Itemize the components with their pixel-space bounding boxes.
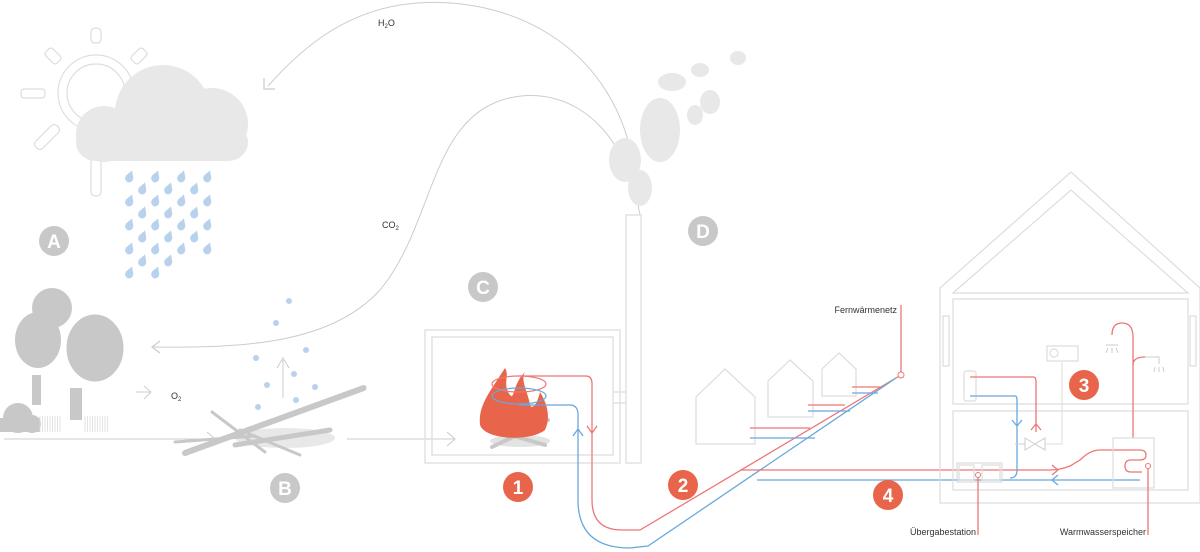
co2-label: CO2 bbox=[382, 220, 400, 232]
step-badge-2: 2 bbox=[668, 470, 698, 500]
smoke-icon bbox=[609, 51, 746, 206]
radiator-flow-arrows-icon bbox=[1011, 419, 1023, 428]
step-badge-1: 1 bbox=[503, 472, 533, 502]
rising-arrow-icon bbox=[276, 357, 290, 398]
woodpile-icon bbox=[173, 385, 367, 457]
transfer-station-icon bbox=[956, 462, 1003, 483]
svg-text:C: C bbox=[476, 278, 490, 299]
svg-text:3: 3 bbox=[1079, 376, 1090, 397]
thermostat-icon bbox=[1046, 345, 1079, 362]
svg-text:2: 2 bbox=[678, 476, 689, 497]
stage-badge-b: B bbox=[270, 473, 300, 503]
svg-text:B: B bbox=[278, 479, 292, 500]
hot-water-pipe bbox=[1111, 322, 1146, 438]
house-return-arrow-icon bbox=[1050, 474, 1059, 486]
house-supply-pipe bbox=[740, 449, 1125, 471]
warmwasserspeicher-node-icon bbox=[1145, 463, 1151, 469]
step-badge-3: 3 bbox=[1069, 370, 1099, 400]
stage-badge-a: A bbox=[39, 226, 69, 256]
house-supply-arrow-icon bbox=[1051, 464, 1060, 476]
shower-icon bbox=[1105, 344, 1119, 354]
h2o-cycle-arrow bbox=[267, 1, 637, 181]
svg-text:D: D bbox=[696, 222, 710, 243]
trees-icon bbox=[0, 288, 127, 433]
furnace bbox=[424, 214, 642, 464]
rain-cloud-icon bbox=[76, 65, 248, 162]
svg-text:4: 4 bbox=[883, 486, 894, 507]
stage-badge-c: C bbox=[468, 272, 498, 302]
uebergabestation-node-icon bbox=[975, 472, 981, 478]
supply-pipe bbox=[519, 374, 902, 531]
grass-icon bbox=[39, 416, 108, 432]
co2-cycle-arrow bbox=[151, 94, 641, 348]
rising-droplets-icon bbox=[253, 298, 318, 410]
o2-label: O2 bbox=[171, 391, 182, 403]
o2-arrow-icon bbox=[136, 385, 152, 400]
valve-control-line bbox=[1045, 362, 1063, 445]
radiator-return-pipe bbox=[970, 395, 1018, 479]
house-branch-pipes bbox=[750, 386, 880, 439]
return-arrow-icon bbox=[572, 427, 584, 437]
step-badge-4: 4 bbox=[873, 480, 903, 510]
mixing-valve-icon bbox=[1015, 437, 1046, 451]
h2o-label: H2O bbox=[378, 18, 395, 30]
uebergabestation-label: Übergabestation bbox=[910, 527, 976, 537]
fernwaermenetz-label: Fernwärmenetz bbox=[834, 305, 897, 315]
radiator-icon bbox=[963, 370, 977, 402]
return-pipe bbox=[519, 377, 897, 549]
warmwasserspeicher-label: Warmwasserspeicher bbox=[1060, 527, 1146, 537]
supply-arrow-icon bbox=[586, 425, 598, 435]
tap-icon bbox=[1145, 356, 1165, 373]
radiator-supply-pipe bbox=[970, 376, 1037, 432]
h2o-arrowhead-icon bbox=[263, 78, 275, 90]
svg-text:1: 1 bbox=[513, 478, 524, 499]
fire-icon bbox=[479, 368, 550, 449]
stage-badge-d: D bbox=[688, 216, 718, 246]
flow-arrow-to-wood bbox=[4, 431, 216, 447]
co2-arrowhead-icon bbox=[151, 340, 161, 354]
network-node-icon bbox=[897, 371, 905, 379]
svg-text:A: A bbox=[47, 232, 61, 253]
hot-water-tank-icon bbox=[1112, 437, 1155, 489]
customer-house bbox=[939, 171, 1200, 504]
flow-arrow-to-furnace bbox=[347, 431, 456, 447]
neighbour-houses bbox=[695, 352, 857, 445]
raindrops-icon bbox=[124, 168, 214, 280]
radiator-return-arrow-icon bbox=[1030, 422, 1042, 431]
